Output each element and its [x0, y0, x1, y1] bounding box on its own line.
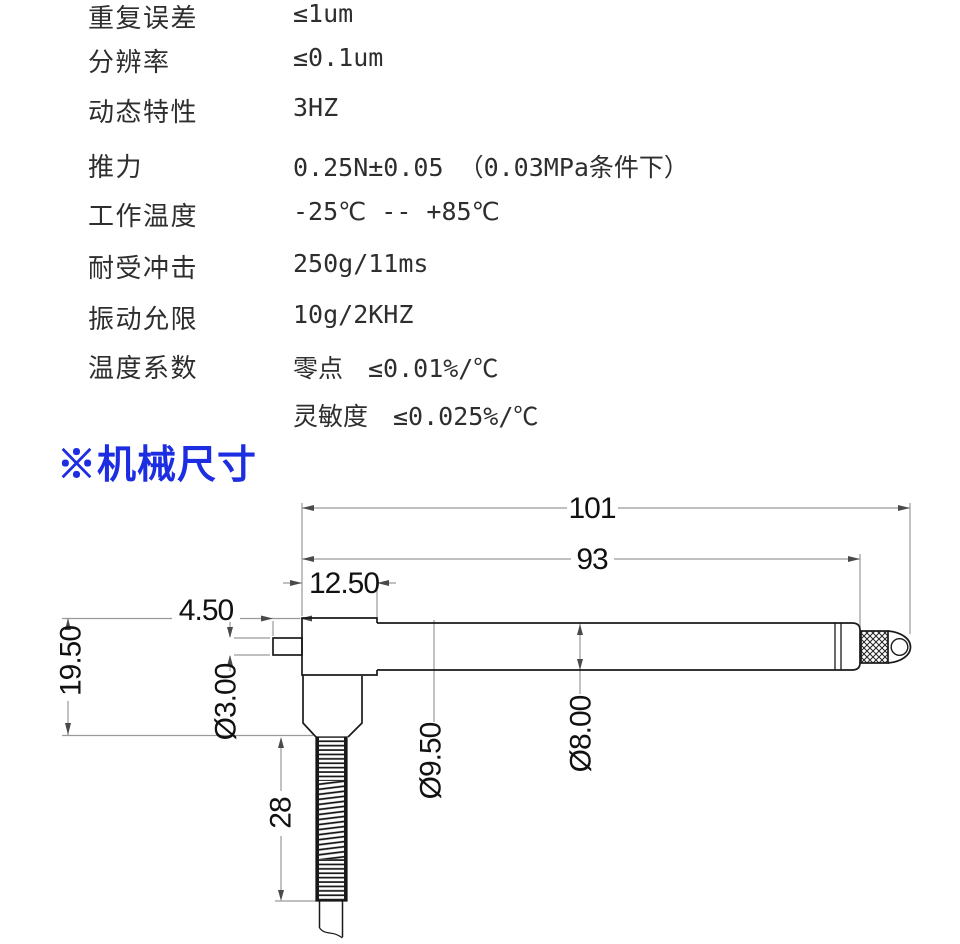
spec-value: 零点 ≤0.01%/℃ — [293, 354, 499, 383]
spec-value: 0.25N±0.05 （0.03MPa条件下） — [293, 153, 689, 182]
cable-tube — [318, 901, 344, 939]
section-title-mechanical-dimensions: ※机械尺寸 — [57, 444, 258, 487]
spec-row: 温度系数 零点 ≤0.01%/℃ — [0, 348, 960, 383]
spec-label: 重复误差 — [88, 3, 199, 33]
probe-nub — [272, 637, 303, 656]
dimension-labels: 101 93 12.50 4.50 19.50 Ø3.00 Ø9.50 Ø8.0… — [55, 492, 617, 829]
spec-row: 振动允限 10g/2KHZ — [0, 299, 960, 334]
spec-row: 工作温度 -25℃ -- +85℃ — [0, 196, 960, 231]
dim-mount-length-label: 12.50 — [309, 567, 379, 600]
thread-stem — [315, 736, 348, 902]
spec-value: ≤1um — [293, 0, 354, 28]
spec-row: 分辨率 ≤0.1um — [0, 42, 960, 77]
spec-row: 动态特性 3HZ — [0, 92, 960, 127]
dim-mount-diameter-label: Ø9.50 — [415, 722, 448, 799]
dim-body-length-label: 93 — [576, 543, 608, 576]
lower-housing-right — [347, 676, 363, 738]
spec-row: 灵敏度 ≤0.025%/℃ — [0, 396, 960, 431]
spec-value: 3HZ — [293, 93, 339, 122]
spec-value: ≤0.1um — [293, 43, 384, 72]
spec-value: -25℃ -- +85℃ — [293, 197, 500, 226]
spec-label: 温度系数 — [88, 353, 199, 383]
tip-dome — [887, 630, 912, 664]
spec-value: 灵敏度 ≤0.025%/℃ — [293, 402, 539, 431]
dimension-lines — [62, 503, 911, 902]
sensor-body — [272, 617, 912, 738]
spec-label: 耐受冲击 — [88, 253, 199, 283]
break-line — [319, 927, 343, 939]
dim-total-length-label: 101 — [568, 492, 615, 525]
sensor-barrel — [377, 622, 861, 671]
ball-tip — [890, 638, 909, 657]
dim-height-label: 19.50 — [55, 626, 88, 696]
spec-label: 振动允限 — [88, 304, 199, 334]
mount-block — [301, 617, 378, 676]
dimension-arrows — [65, 505, 910, 901]
lower-housing-left — [302, 675, 317, 738]
spec-row: 推力 0.25N±0.05 （0.03MPa条件下） — [0, 147, 960, 182]
spec-value: 10g/2KHZ — [293, 300, 414, 329]
spec-row: 耐受冲击 250g/11ms — [0, 248, 960, 283]
spec-label: 工作温度 — [88, 201, 199, 231]
spec-label: 动态特性 — [88, 97, 199, 127]
dim-rod-diameter-label: Ø3.00 — [210, 663, 243, 740]
spec-label: 推力 — [88, 152, 144, 182]
dim-body-diameter-label: Ø8.00 — [565, 695, 598, 772]
spec-value: 250g/11ms — [293, 249, 429, 278]
spec-label: 分辨率 — [88, 47, 171, 77]
dim-thread-length-label: 28 — [265, 797, 298, 829]
dim-nub-length-label: 4.50 — [179, 594, 234, 627]
spec-row: 重复误差 ≤1um — [0, 0, 960, 33]
knurled-tip — [860, 630, 889, 664]
